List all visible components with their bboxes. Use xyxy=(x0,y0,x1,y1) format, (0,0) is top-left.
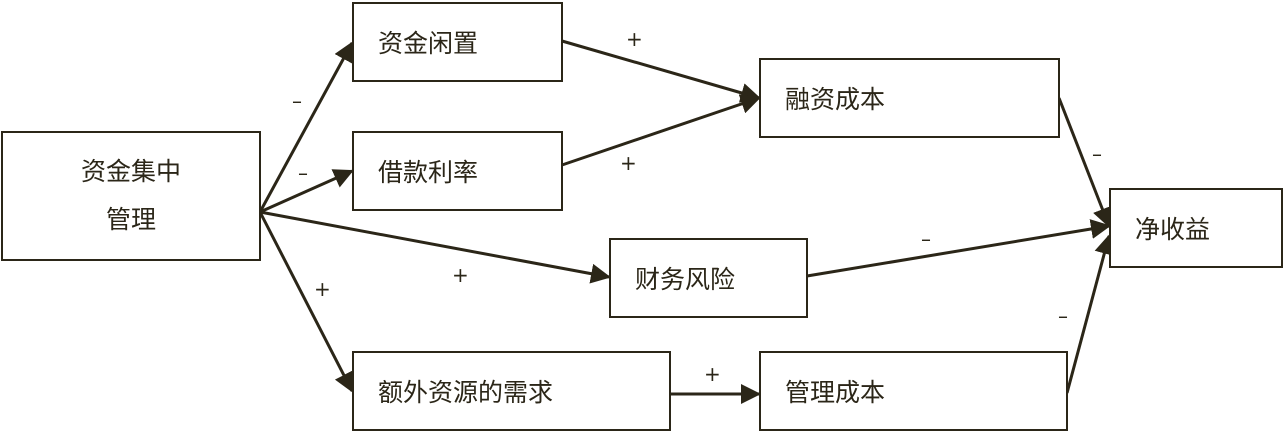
arrow-idle-funds-to-financing-cost xyxy=(561,39,761,103)
sign-central-to-demand: + xyxy=(314,277,331,301)
node-loan-rate: 借款利率 xyxy=(352,131,563,211)
node-idle-funds: 资金闲置 xyxy=(352,2,563,82)
node-central-fund-management-line1: 资金集中 xyxy=(80,157,181,186)
sign-central-to-risk: + xyxy=(452,263,469,287)
arrow-central-to-idle-funds xyxy=(258,41,354,213)
node-extra-resource-demand-label: 额外资源的需求 xyxy=(378,378,554,407)
sign-cost-to-income: – xyxy=(1092,142,1102,166)
node-management-cost-label: 管理成本 xyxy=(785,378,886,407)
sign-idle-to-cost: + xyxy=(626,27,643,51)
node-management-cost: 管理成本 xyxy=(759,351,1068,431)
sign-mgmtcost-to-income: – xyxy=(1058,304,1068,328)
sign-central-to-idle: – xyxy=(292,89,302,113)
node-net-income: 净收益 xyxy=(1109,188,1283,268)
node-idle-funds-label: 资金闲置 xyxy=(378,29,479,58)
node-financing-cost: 融资成本 xyxy=(759,58,1060,138)
node-extra-resource-demand: 额外资源的需求 xyxy=(352,351,671,431)
arrow-central-to-financial-risk xyxy=(259,210,611,284)
node-central-fund-management: 资金集中 管理 xyxy=(1,131,261,261)
arrow-central-to-extra-demand xyxy=(258,211,354,393)
arrow-financial-risk-to-net-income xyxy=(806,219,1111,278)
sign-rate-to-cost: + xyxy=(620,151,637,175)
arrow-financing-cost-to-net-income xyxy=(1057,97,1112,228)
node-loan-rate-label: 借款利率 xyxy=(378,158,479,187)
sign-risk-to-income: – xyxy=(921,227,931,251)
arrow-central-to-loan-rate xyxy=(259,169,354,214)
arrow-management-cost-to-net-income xyxy=(1065,234,1115,394)
node-financial-risk: 财务风险 xyxy=(609,238,808,318)
node-financing-cost-label: 融资成本 xyxy=(785,85,886,114)
sign-central-to-rate: – xyxy=(298,161,308,185)
node-net-income-label: 净收益 xyxy=(1135,215,1211,244)
node-central-fund-management-line2: 管理 xyxy=(105,205,156,234)
sign-demand-to-mgmtcost: + xyxy=(704,362,721,386)
node-financial-risk-label: 财务风险 xyxy=(635,265,736,294)
arrow-loan-rate-to-financing-cost xyxy=(561,94,761,167)
